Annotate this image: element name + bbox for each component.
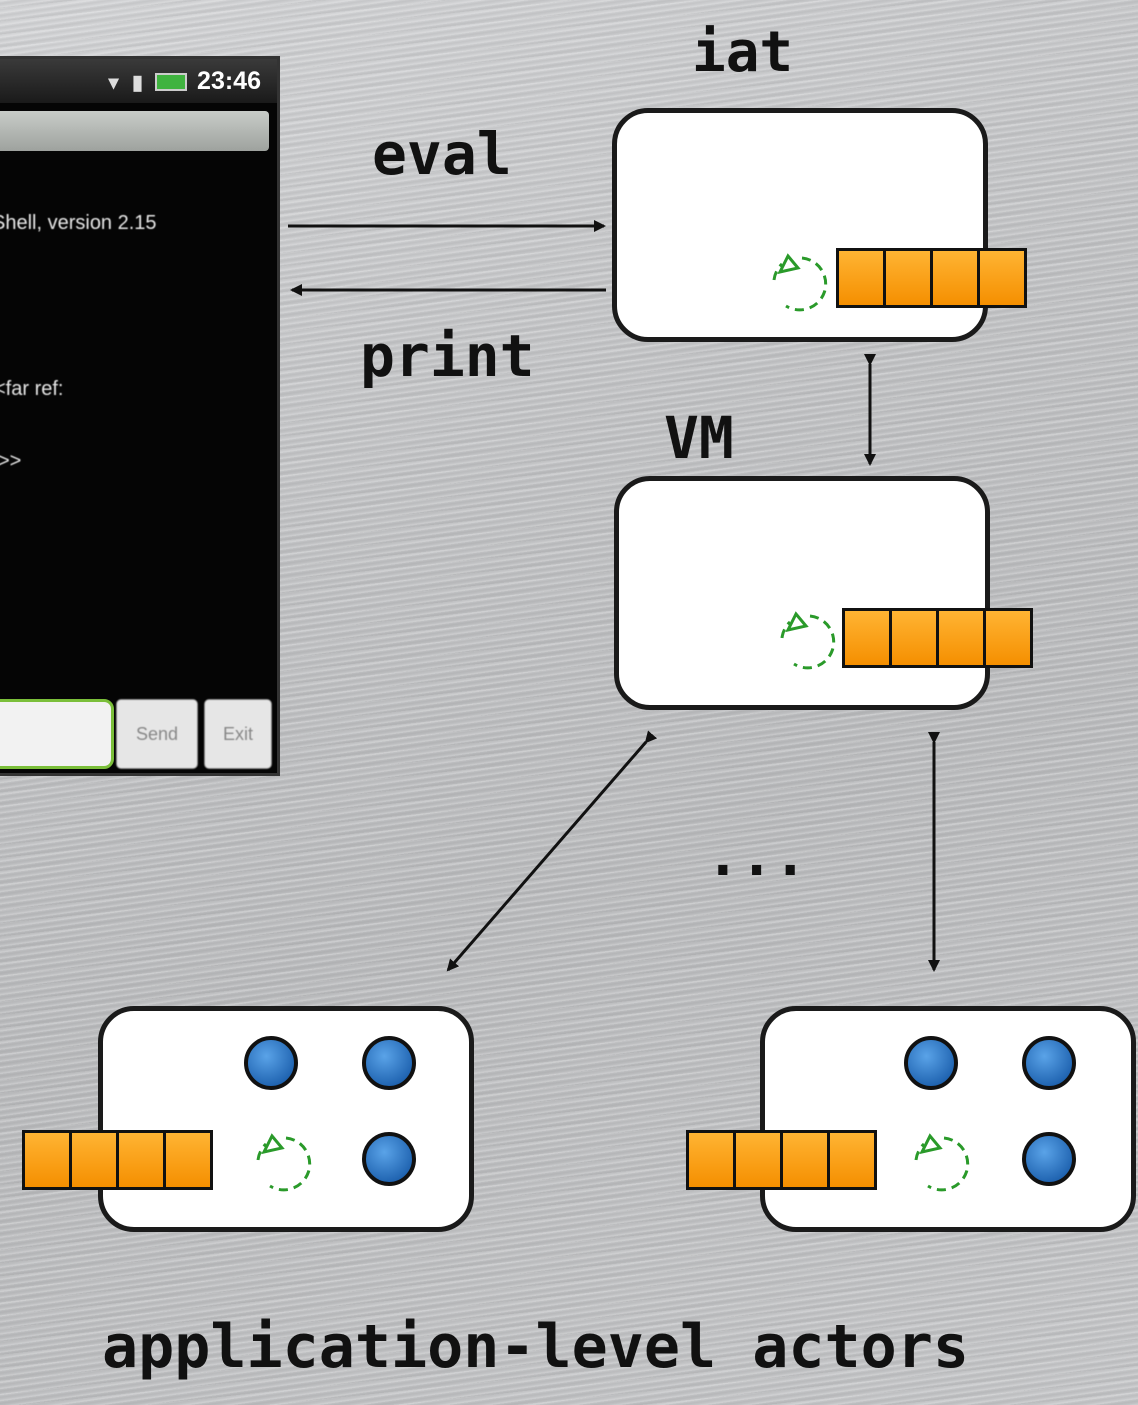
iat-message-queue bbox=[836, 248, 1027, 308]
phone-input-field[interactable] bbox=[0, 699, 114, 769]
phone-clock: 23:46 bbox=[197, 67, 261, 95]
queue-cell bbox=[839, 251, 886, 305]
vm-label: VM bbox=[664, 404, 734, 472]
event-loop-icon bbox=[772, 254, 828, 312]
queue-cell bbox=[939, 611, 986, 665]
object-circle bbox=[1022, 1036, 1076, 1090]
footer-label: application-level actors bbox=[102, 1312, 969, 1382]
vm-message-queue bbox=[842, 608, 1033, 668]
queue-cell bbox=[980, 251, 1024, 305]
console-line: <far ref: bbox=[0, 378, 64, 400]
queue-cell bbox=[72, 1133, 119, 1187]
event-loop-icon bbox=[914, 1134, 970, 1192]
queue-cell bbox=[25, 1133, 72, 1187]
queue-cell bbox=[892, 611, 939, 665]
event-loop-icon bbox=[780, 612, 836, 670]
phone-console: Shell, version 2.15 <far ref: >> bbox=[0, 163, 277, 521]
queue-cell bbox=[689, 1133, 736, 1187]
queue-cell bbox=[845, 611, 892, 665]
event-loop-icon bbox=[256, 1134, 312, 1192]
queue-cell bbox=[886, 251, 933, 305]
phone-status-bar: ▾ ▮ 23:46 bbox=[0, 59, 277, 103]
object-circle bbox=[904, 1036, 958, 1090]
ellipsis-label: ... bbox=[706, 824, 808, 889]
object-circle bbox=[244, 1036, 298, 1090]
send-button[interactable]: Send bbox=[116, 699, 198, 769]
exit-button[interactable]: Exit bbox=[204, 699, 272, 769]
console-line: Shell, version 2.15 bbox=[0, 212, 157, 234]
battery-icon bbox=[155, 73, 188, 92]
queue-cell bbox=[933, 251, 980, 305]
queue-cell bbox=[986, 611, 1030, 665]
console-line: >> bbox=[0, 450, 22, 472]
right-message-queue bbox=[686, 1130, 877, 1190]
phone-title-bar bbox=[0, 111, 269, 151]
iat-actor-box bbox=[612, 108, 988, 342]
object-circle bbox=[362, 1036, 416, 1090]
vm-left-actor-arrow bbox=[446, 730, 658, 972]
print-label: print bbox=[360, 322, 535, 390]
phone-screenshot: ▾ ▮ 23:46 Shell, version 2.15 <far ref: >… bbox=[0, 56, 280, 776]
iat-label: iat bbox=[692, 20, 794, 85]
queue-cell bbox=[783, 1133, 830, 1187]
queue-cell bbox=[166, 1133, 210, 1187]
left-message-queue bbox=[22, 1130, 213, 1190]
eval-label: eval bbox=[372, 120, 512, 188]
object-circle bbox=[362, 1132, 416, 1186]
queue-cell bbox=[119, 1133, 166, 1187]
queue-cell bbox=[830, 1133, 874, 1187]
object-circle bbox=[1022, 1132, 1076, 1186]
queue-cell bbox=[736, 1133, 783, 1187]
signal-icon: ▾ ▮ bbox=[108, 72, 148, 94]
vm-actor-box bbox=[614, 476, 990, 710]
